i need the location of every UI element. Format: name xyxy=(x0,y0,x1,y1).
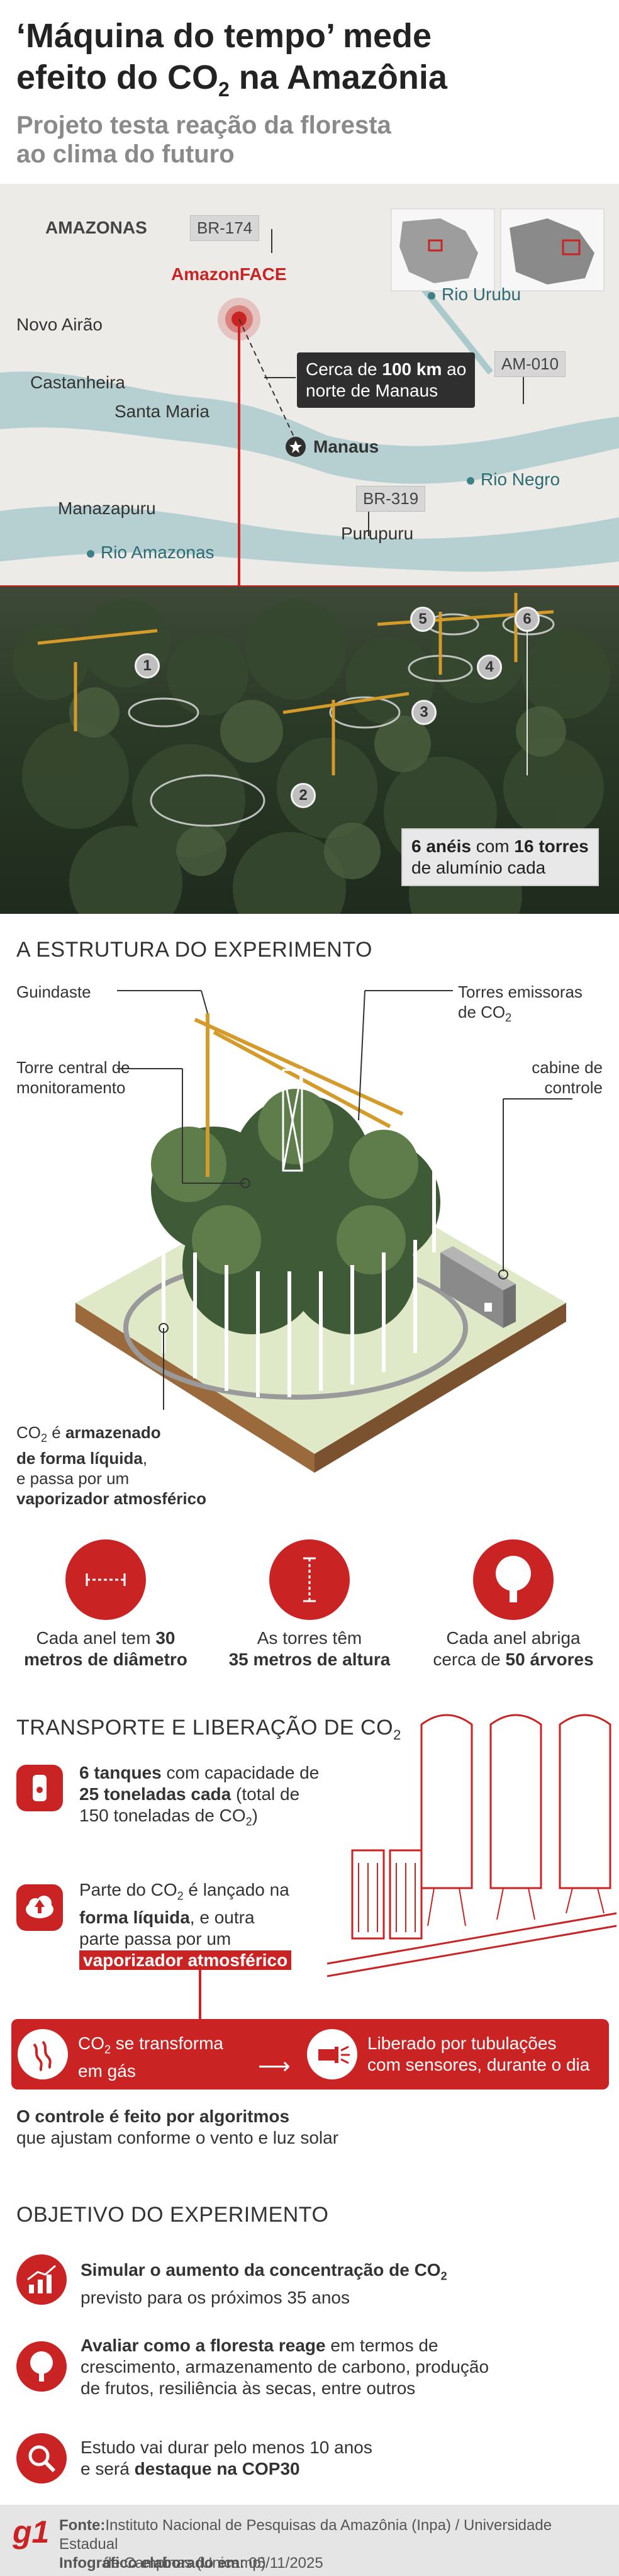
magnifier-icon xyxy=(16,2433,67,2483)
place-manazapuru: Manazapuru xyxy=(58,498,156,518)
place-santa-maria: Santa Maria xyxy=(114,402,209,421)
river-negro: Rio Negro xyxy=(467,470,560,490)
objective-duration: Estudo vai durar pelo menos 10 anos e se… xyxy=(81,2438,372,2478)
ring-marker-6: 6 xyxy=(515,607,540,632)
pipe-sensor-icon xyxy=(307,2029,357,2079)
river-urubu: Rio Urubu xyxy=(428,284,521,305)
tank-icon xyxy=(16,1765,63,1811)
stat-diameter: Cada anel tem 30 metros de diâmetro xyxy=(24,1628,187,1669)
ring-marker-2: 2 xyxy=(291,783,316,808)
crane-label: Guindaste xyxy=(16,982,91,1001)
cloud-upload-icon xyxy=(16,1884,63,1931)
rings-callout: 6 anéis com 16 torres de alumínio cada xyxy=(401,828,599,886)
experiment-diagram xyxy=(75,990,572,1473)
objective-heading: OBJETIVO DO EXPERIMENTO xyxy=(16,2203,329,2227)
ruler-diameter-icon xyxy=(65,1539,146,1620)
place-castanheira: Castanheira xyxy=(30,373,125,392)
stat-height: As torres têm 35 metros de altura xyxy=(228,1628,391,1669)
forest-canopy-graphic xyxy=(13,593,610,914)
page-title: ‘Máquina do tempo’ mede efeito do CO2 na… xyxy=(16,15,601,110)
connector-line xyxy=(199,1965,201,2020)
title-line-2: efeito do CO2 na Amazônia xyxy=(16,59,447,101)
arrow-right-icon: ⟶ xyxy=(258,2053,291,2079)
pipe-release-text: Liberado por tubulações com sensores, du… xyxy=(367,2033,590,2074)
ring-marker-3: 3 xyxy=(411,700,437,725)
g1-logo: g1 xyxy=(13,2514,50,2550)
site-label: AmazonFACE xyxy=(171,264,287,284)
title-line-1: ‘Máquina do tempo’ mede xyxy=(16,17,432,55)
objective-evaluate: Avaliar como a floresta reage em termos … xyxy=(81,2336,489,2398)
place-purupuru: Purupuru xyxy=(341,524,414,543)
trend-up-icon xyxy=(16,2254,67,2305)
footer-date: Infográfico elaborado em: 05/11/2025 xyxy=(59,2555,323,2572)
emitter-towers-label: Torres emissoras de CO2 xyxy=(458,982,583,1025)
tanks-vaporizer-graphic xyxy=(327,1714,617,1977)
structure-heading: A ESTRUTURA DO EXPERIMENTO xyxy=(16,938,372,962)
ring-marker-5: 5 xyxy=(410,607,435,632)
ring-marker-4: 4 xyxy=(477,655,502,680)
state-label: AMAZONAS xyxy=(45,218,147,237)
ruler-height-icon xyxy=(269,1539,350,1620)
distance-callout: Cerca de 100 km ao norte de Manaus xyxy=(297,352,476,408)
road-br319: BR-319 xyxy=(356,486,426,512)
city-manaus: Manaus xyxy=(313,437,379,456)
map-rivers-graphic xyxy=(0,208,619,587)
page-subtitle: Projeto testa reação da floresta ao clim… xyxy=(16,111,391,168)
place-novo-airao: Novo Airão xyxy=(16,315,103,334)
road-br174: BR-174 xyxy=(190,215,260,241)
gas-wave-icon xyxy=(18,2029,68,2079)
footer xyxy=(0,2505,619,2576)
footer-source: Fonte:Instituto Nacional de Pesquisas da… xyxy=(59,2517,552,2572)
central-tower-label: Torre central de monitoramento xyxy=(16,1058,130,1097)
control-cabin-label: cabine de controle xyxy=(532,1058,603,1097)
transport-heading: TRANSPORTE E LIBERAÇÃO DE CO2 xyxy=(16,1716,401,1743)
aerial-photo: 1 2 3 4 5 6 6 anéis com 16 torres de alu… xyxy=(0,587,619,914)
stat-trees: Cada anel abriga cerca de 50 árvores xyxy=(433,1628,594,1669)
objective-simulate: Simular o aumento da concentração de CO2… xyxy=(81,2260,447,2307)
tanks-description: 6 tanques com capacidade de 25 toneladas… xyxy=(79,1763,320,1828)
ring-marker-1: 1 xyxy=(135,653,160,678)
forest-icon xyxy=(16,2341,67,2392)
release-description: Parte do CO2 é lançado na forma líquida,… xyxy=(79,1879,292,1971)
road-am010: AM-010 xyxy=(494,351,566,377)
gas-transform-text: CO2 se transforma em gás xyxy=(78,2033,223,2081)
co2-storage-note: CO2 é armazenado de forma líquida, e pas… xyxy=(16,1423,206,1509)
tree-icon xyxy=(473,1539,554,1620)
algorithm-control-note: O controle é feito por algoritmos que aj… xyxy=(16,2106,339,2147)
location-map: AMAZONAS BR-174 AmazonFACE Rio Urubu Nov… xyxy=(0,184,619,587)
river-amazonas: Rio Amazonas xyxy=(87,543,215,563)
